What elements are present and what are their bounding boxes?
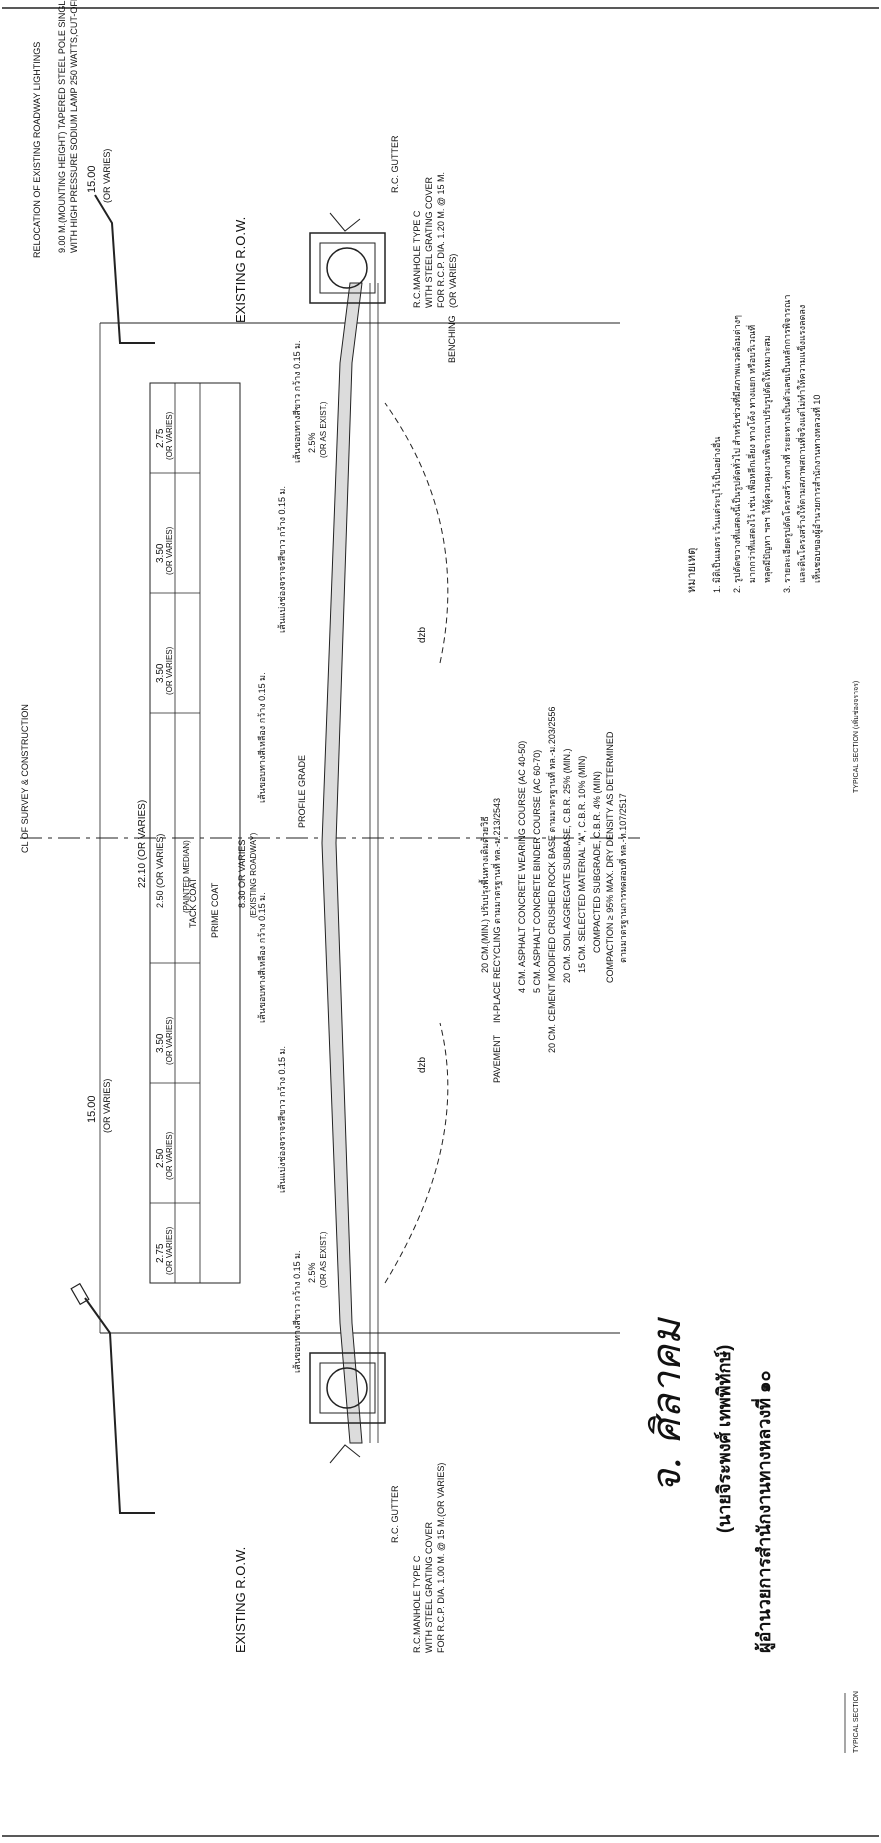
pavement-l4: 20 CM. CEMENT MODIFIED CRUSHED ROCK BASE…	[545, 707, 558, 1053]
manhole-right-l3: FOR R.C.P. DIA. 1.20 M. @ 15 M.	[436, 172, 446, 308]
dim-half-right: 15.00	[86, 1095, 98, 1123]
mark-2: เส้นแบ่งช่องจราจรสีขาว กว้าง 0.15 ม.	[277, 1046, 287, 1193]
dim-lane-350-l-sub: (OR VARIES)	[165, 526, 174, 575]
pavement-title: PAVEMENT	[492, 1034, 502, 1083]
dim-lane-275-r-sub: (OR VARIES)	[165, 1226, 174, 1275]
dim-median-sub: (PAINTED MEDIAN)	[182, 840, 191, 913]
existing-roadway: 8.30 OR VARIES	[237, 840, 247, 908]
mark-6: เส้นขอบทางสีขาว กว้าง 0.15 ม.	[292, 340, 302, 463]
manhole-left	[309, 1352, 386, 1424]
prime-coat: PRIME COAT	[210, 882, 220, 938]
lighting-label-right-2: WITH HIGH PRESSURE SODIUM LAMP 250 WATTS…	[69, 0, 79, 253]
centerline-label: CL OF SURVEY & CONSTRUCTION	[20, 704, 30, 853]
dim-lane-250-r: 2.50	[155, 1148, 166, 1168]
notes-title: หมายเหตุ	[686, 548, 698, 593]
mark-1: เส้นขอบทางสีขาว กว้าง 0.15 ม.	[292, 1250, 302, 1373]
note-2b: มากกว่าที่แสดงไว้ เช่น เพื่อหลีกเลี่ยง ท…	[745, 325, 757, 583]
pavement-l2: 4 CM. ASPHALT CONCRETE WEARING COURSE (A…	[517, 741, 527, 993]
signer-title: ผู้อำนวยการสำนักงานทางหลวงที่ ๑๐	[751, 1371, 776, 1653]
manhole-left-l2: WITH STEEL GRATING COVER	[424, 1521, 434, 1653]
note-1: 1. มิติเป็นเมตร เว้นแต่ระบุไว้เป็นอย่างอ…	[710, 437, 723, 593]
dim-lane-350-r: 3.50	[155, 1033, 166, 1053]
mark-5: เส้นแบ่งช่องจราจรสีขาว กว้าง 0.15 ม.	[277, 486, 287, 633]
manhole-right-l1: R.C.MANHOLE TYPE C	[412, 210, 422, 308]
dim-lane-275-r: 2.75	[155, 1243, 166, 1263]
light-pole-right	[94, 194, 155, 344]
pavement-l5: 20 CM. SOIL AGGREGATE SUBBASE, C.B.R. 25…	[562, 748, 572, 983]
signature: จ. ศิลาคม	[644, 1316, 690, 1493]
note-2a: 2. รูปตัดขวางที่แสดงนี้เป็นรูปตัดทั่วไป …	[730, 315, 743, 593]
benching: BENCHING	[447, 315, 457, 363]
manhole-left-l1: R.C.MANHOLE TYPE C	[412, 1555, 422, 1653]
slope-left: 2.5%	[307, 1262, 317, 1283]
dim-half-left: 15.00	[86, 165, 98, 193]
slope-left-sub: (OR AS EXIST.)	[319, 1231, 328, 1288]
manhole-right-l2: WITH STEEL GRATING COVER	[424, 176, 434, 308]
lighting-label-left: RELOCATION OF EXISTING ROADWAY LIGHTINGS	[32, 42, 42, 258]
pavement-l1: 20 CM.(MIN.) ปรับปรุงพื้นทางเดิมด้วยวิธี	[478, 816, 491, 973]
dim-median: 2.50 (OR VARIES)	[155, 834, 165, 908]
dzb-right: dzb	[417, 626, 428, 643]
dim-half-right-sub: (OR VARIES)	[102, 1079, 112, 1133]
mark-3: เส้นขอบทางสีเหลือง กว้าง 0.15 ม.	[257, 892, 267, 1023]
dim-lane-350-l2: 3.50	[155, 663, 166, 683]
manhole-left-l3: FOR R.C.P. DIA. 1.00 M. @ 15 M.(OR VARIE…	[436, 1463, 446, 1653]
footer-left: TYPICAL SECTION	[853, 1691, 860, 1753]
light-pole-left	[84, 1297, 155, 1514]
dim-lane-275-l-sub: (OR VARIES)	[165, 411, 174, 460]
mark-4: เส้นขอบทางสีเหลือง กว้าง 0.15 ม.	[257, 672, 267, 803]
dim-total: 22.10 (OR VARIES)	[137, 800, 148, 888]
dim-lane-350-l2-sub: (OR VARIES)	[165, 646, 174, 695]
manhole-right	[309, 232, 386, 304]
slope-right: 2.5%	[307, 432, 317, 453]
lane-dim-box	[149, 382, 241, 1284]
pavement-l1b: IN-PLACE RECYCLING ตามมาตรฐานที่ ทล.-ม.2…	[490, 798, 503, 1023]
note-3c: เห็นชอบของผู้อำนวยการสำนักงานทางหลวงที่ …	[810, 395, 823, 583]
note-3a: 3. รายละเอียดรูปตัดโครงสร้างทางที่ ระยะท…	[780, 295, 793, 593]
gutter-right: R.C. GUTTER	[390, 135, 400, 193]
pavement-l9: ตามมาตรฐานการทดสอบที่ ทล.-ท.107/2517	[616, 793, 629, 963]
pavement-l6: 15 CM. SELECTED MATERIAL "A", C.B.R. 10%…	[577, 756, 587, 973]
slope-right-sub: (OR AS EXIST.)	[319, 401, 328, 458]
lighting-label-right-1: 9.00 M.(MOUNTING HEIGHT) TAPERED STEEL P…	[57, 0, 67, 253]
gutter-left: R.C. GUTTER	[390, 1485, 400, 1543]
pavement-l8: COMPACTION ≥ 95% MAX. DRY DENSITY AS DET…	[605, 731, 615, 983]
dim-lane-275-l: 2.75	[155, 428, 166, 448]
profile-grade: PROFILE GRADE	[297, 755, 307, 828]
dzb-left: dzb	[417, 1056, 428, 1073]
manhole-right-l4: (OR VARIES)	[448, 254, 458, 308]
pavement-l7: COMPACTED SUBGRADE, C.B.R. 4% (MIN)	[592, 771, 602, 953]
row-label-right: EXISTING R.O.W.	[233, 217, 248, 323]
note-3b: และดินโครงสร้างให้ตามสภาพสถานที่จริงแต่ไ…	[795, 305, 807, 583]
dim-lane-350-r-sub: (OR VARIES)	[165, 1016, 174, 1065]
row-label-left: EXISTING R.O.W.	[233, 1547, 248, 1653]
tack-coat: TACK COAT	[188, 877, 198, 928]
existing-roadway-sub: (EXISTING ROADWAY)	[249, 832, 258, 918]
footer-right: TYPICAL SECTION (เพิ่มช่องจราจร)	[851, 681, 860, 793]
dim-lane-350-l: 3.50	[155, 543, 166, 563]
note-2c: หลุดมีปัญหา ฯลฯ ให้ผู้ควบคุมงานพิจารณาปร…	[762, 335, 773, 583]
pavement-l3: 5 CM. ASPHALT CONCRETE BINDER COURSE (AC…	[532, 750, 542, 993]
pavement-section	[321, 282, 363, 1444]
dim-half-left-sub: (OR VARIES)	[102, 149, 112, 203]
signer-name: (นายจิระพงศ์ เทพพิทักษ์)	[713, 1345, 734, 1533]
dim-lane-250-r-sub: (OR VARIES)	[165, 1131, 174, 1180]
